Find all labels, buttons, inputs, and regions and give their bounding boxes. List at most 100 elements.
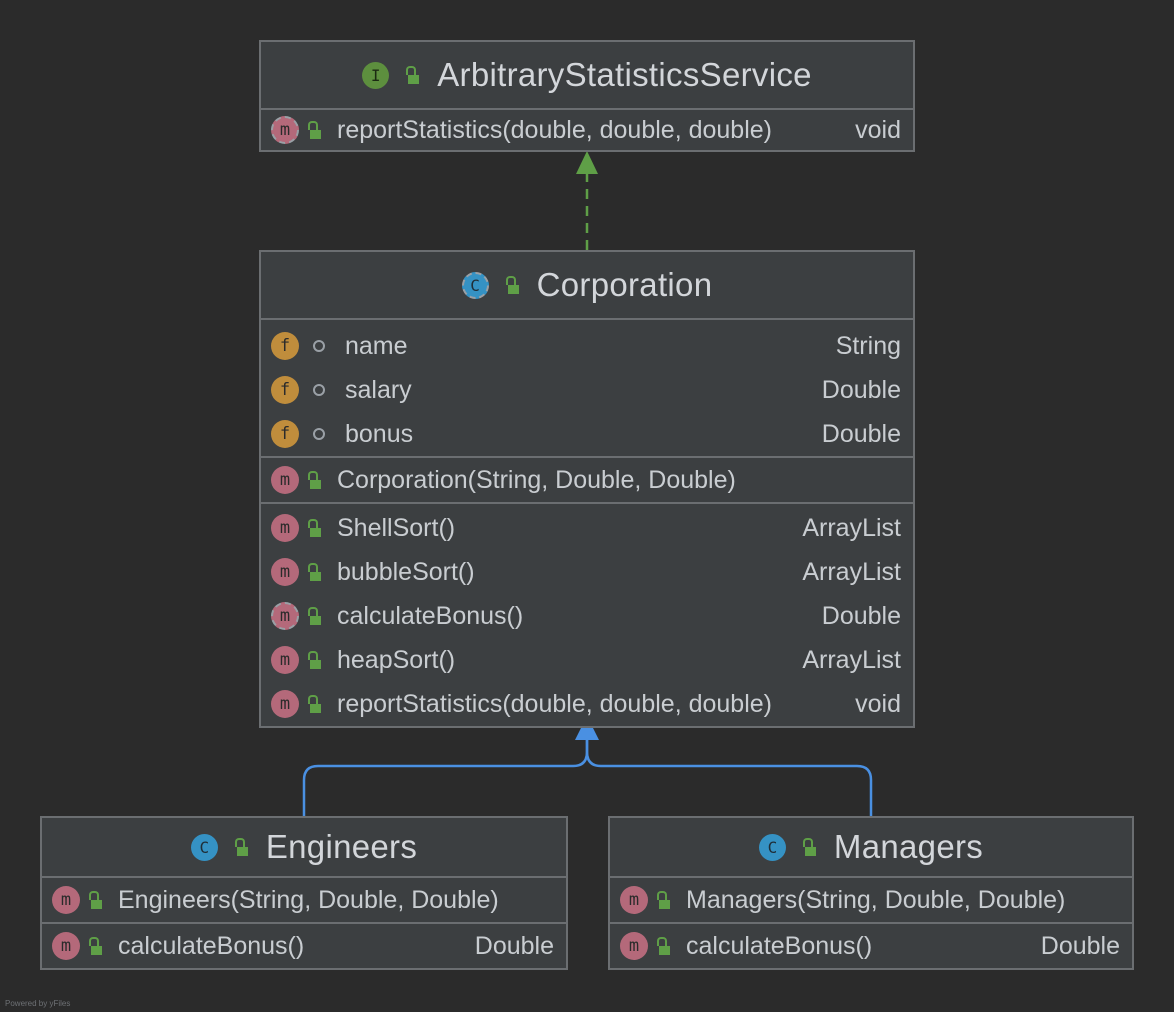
constructor-row[interactable]: m Engineers(String, Double, Double) — [42, 878, 566, 922]
class-title: Engineers — [265, 828, 418, 865]
field-name: bonus — [345, 419, 414, 448]
method-name: reportStatistics(double, double, double) — [337, 689, 772, 718]
method-row[interactable]: m bubbleSort() ArrayList — [261, 550, 913, 594]
package-private-icon — [313, 384, 325, 396]
field-name: name — [345, 331, 408, 360]
method-row[interactable]: m reportStatistics(double, double, doubl… — [261, 110, 913, 150]
field-row[interactable]: f bonus Double — [261, 412, 913, 456]
class-corporation[interactable]: C Corporation f name String f salary Dou… — [259, 250, 915, 728]
fields-section: f name String f salary Double f bonus Do… — [261, 320, 913, 458]
field-type: Double — [821, 419, 901, 448]
methods-section: m calculateBonus() Double — [42, 924, 566, 968]
public-lock-icon — [88, 891, 102, 909]
field-type: Double — [821, 375, 901, 404]
method-icon: m — [271, 646, 299, 674]
constructor-name: Engineers(String, Double, Double) — [118, 885, 499, 914]
class-title: ArbitraryStatisticsService — [437, 56, 812, 93]
method-return-type: ArrayList — [802, 557, 901, 586]
method-icon: m — [620, 886, 648, 914]
constructors-section: m Engineers(String, Double, Double) — [42, 878, 566, 924]
public-lock-icon — [307, 607, 321, 625]
extends-edge-engineers — [302, 738, 589, 816]
field-type: String — [835, 331, 901, 360]
method-return-type: Double — [474, 931, 554, 960]
public-lock-icon — [656, 937, 670, 955]
constructor-row[interactable]: m Corporation(String, Double, Double) — [261, 458, 913, 502]
method-return-type: void — [855, 115, 901, 144]
method-row[interactable]: m heapSort() ArrayList — [261, 638, 913, 682]
class-title: Managers — [833, 828, 984, 865]
method-icon: m — [271, 466, 299, 494]
extends-edge-managers — [585, 738, 873, 816]
constructor-row[interactable]: m Managers(String, Double, Double) — [610, 878, 1132, 922]
method-row[interactable]: m reportStatistics(double, double, doubl… — [261, 682, 913, 726]
methods-section: m ShellSort() ArrayList m bubbleSort() A… — [261, 504, 913, 726]
method-name: calculateBonus() — [686, 931, 873, 960]
constructor-name: Managers(String, Double, Double) — [686, 885, 1066, 914]
method-name: calculateBonus() — [118, 931, 305, 960]
method-name: ShellSort() — [337, 513, 456, 542]
public-lock-icon — [307, 121, 321, 139]
package-private-icon — [313, 428, 325, 440]
class-icon: C — [758, 833, 786, 861]
method-return-type: ArrayList — [802, 513, 901, 542]
method-icon: m — [620, 932, 648, 960]
class-header: C Corporation — [261, 252, 913, 320]
class-title: Corporation — [536, 266, 713, 303]
constructors-section: m Corporation(String, Double, Double) — [261, 458, 913, 504]
method-return-type: Double — [1040, 931, 1120, 960]
powered-by-footer: Powered by yFiles — [5, 999, 71, 1008]
public-lock-icon — [307, 651, 321, 669]
constructor-name: Corporation(String, Double, Double) — [337, 465, 736, 494]
method-return-type: ArrayList — [802, 645, 901, 674]
public-lock-icon — [405, 66, 420, 84]
public-lock-icon — [802, 838, 816, 856]
method-row[interactable]: m calculateBonus() Double — [261, 594, 913, 638]
methods-section: m calculateBonus() Double — [610, 924, 1132, 968]
method-name: calculateBonus() — [337, 601, 524, 630]
field-icon: f — [271, 376, 299, 404]
method-return-type: Double — [821, 601, 901, 630]
public-lock-icon — [234, 838, 248, 856]
package-private-icon — [313, 340, 325, 352]
method-icon: m — [52, 886, 80, 914]
constructors-section: m Managers(String, Double, Double) — [610, 878, 1132, 924]
field-name: salary — [345, 375, 412, 404]
abstract-method-icon: m — [271, 602, 299, 630]
field-row[interactable]: f name String — [261, 324, 913, 368]
public-lock-icon — [656, 891, 670, 909]
method-name: reportStatistics(double, double, double) — [337, 115, 772, 144]
public-lock-icon — [307, 563, 321, 581]
method-row[interactable]: m calculateBonus() Double — [610, 924, 1132, 968]
class-header: C Managers — [610, 818, 1132, 878]
class-header: C Engineers — [42, 818, 566, 878]
abstract-method-icon: m — [271, 116, 299, 144]
field-icon: f — [271, 332, 299, 360]
method-icon: m — [271, 514, 299, 542]
public-lock-icon — [88, 937, 102, 955]
field-row[interactable]: f salary Double — [261, 368, 913, 412]
method-row[interactable]: m calculateBonus() Double — [42, 924, 566, 968]
class-header: I ArbitraryStatisticsService — [261, 42, 913, 110]
class-engineers[interactable]: C Engineers m Engineers(String, Double, … — [40, 816, 568, 970]
public-lock-icon — [505, 276, 519, 294]
implements-arrowhead — [576, 151, 598, 174]
method-icon: m — [52, 932, 80, 960]
methods-section: m reportStatistics(double, double, doubl… — [261, 110, 913, 150]
interface-icon: I — [362, 61, 390, 89]
public-lock-icon — [307, 519, 321, 537]
public-lock-icon — [307, 471, 321, 489]
method-name: heapSort() — [337, 645, 456, 674]
public-lock-icon — [307, 695, 321, 713]
interface-arbitrary-statistics-service[interactable]: I ArbitraryStatisticsService m reportSta… — [259, 40, 915, 152]
method-return-type: void — [855, 689, 901, 718]
method-icon: m — [271, 690, 299, 718]
class-icon: C — [190, 833, 218, 861]
method-name: bubbleSort() — [337, 557, 475, 586]
class-managers[interactable]: C Managers m Managers(String, Double, Do… — [608, 816, 1134, 970]
method-icon: m — [271, 558, 299, 586]
field-icon: f — [271, 420, 299, 448]
extends-arrowhead — [575, 716, 599, 740]
method-row[interactable]: m ShellSort() ArrayList — [261, 506, 913, 550]
